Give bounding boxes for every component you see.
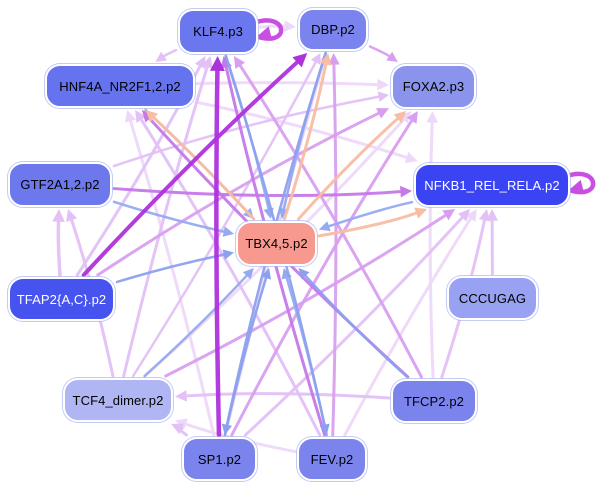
node-label: TCF4_dimer.p2 [72, 392, 164, 408]
graph-edge[interactable] [96, 111, 381, 277]
node-label: FEV.p2 [310, 451, 354, 467]
graph-node-dbp-p2[interactable]: DBP.p2 [298, 8, 368, 51]
edge-arrowhead-icon [320, 53, 332, 66]
graph-edge[interactable] [195, 81, 379, 87]
edge-arrowhead-icon [569, 179, 585, 194]
graph-node-fev-p2[interactable]: FEV.p2 [297, 437, 367, 481]
edge-arrowhead-icon [257, 26, 273, 40]
graph-node-tfap2-a-c-p2[interactable]: TFAP2{A,C}.p2 [8, 277, 115, 321]
edge-arrowhead-icon [141, 110, 154, 123]
edge-arrowhead-icon [377, 78, 389, 91]
node-label: CCCUGAG [458, 290, 527, 306]
graph-edge[interactable] [129, 119, 216, 437]
edge-arrowhead-icon [328, 53, 340, 65]
edge-arrowhead-icon [310, 53, 321, 65]
edge-arrowhead-icon [404, 151, 418, 163]
graph-node-tcf4-dimer-p2[interactable]: TCF4_dimer.p2 [63, 378, 173, 422]
graph-edge[interactable] [112, 95, 380, 168]
graph-edge[interactable] [81, 60, 300, 277]
edge-arrowhead-icon [426, 111, 438, 123]
edge-arrowhead-icon [393, 111, 407, 124]
edge-arrowhead-icon [222, 249, 234, 260]
edge-arrowhead-icon [319, 423, 330, 435]
node-label: TBX4,5.p2 [245, 236, 308, 251]
edge-arrowhead-icon [386, 51, 398, 62]
edge-arrowhead-icon [478, 209, 491, 222]
edge-arrowhead-icon [155, 51, 167, 62]
graph-edge[interactable] [230, 119, 414, 437]
graph-node-hnf4a-nr2f1-2-p2[interactable]: HNF4A_NR2F1,2.p2 [45, 64, 195, 108]
edge-arrowhead-icon [442, 209, 456, 221]
graph-edge[interactable] [195, 100, 409, 159]
edge-arrowhead-icon [209, 56, 225, 72]
graph-node-foxa2-p3[interactable]: FOXA2.p3 [391, 64, 476, 109]
graph-edge[interactable] [162, 48, 178, 58]
edge-arrowhead-icon [221, 423, 233, 435]
graph-node-nfkb1-rel-rela-p2[interactable]: NFKB1_REL_RELA.p2 [414, 163, 570, 207]
edge-arrowhead-icon [465, 209, 477, 222]
node-label: NFKB1_REL_RELA.p2 [424, 177, 560, 193]
edge-arrowhead-icon [486, 209, 498, 221]
edge-arrowhead-icon [292, 53, 308, 68]
graph-edge[interactable] [296, 117, 400, 221]
graph-node-tfcp2-p2[interactable]: TFCP2.p2 [391, 379, 477, 423]
graph-edge[interactable] [343, 217, 473, 437]
edge-arrowhead-icon [124, 110, 137, 123]
edge-arrowhead-icon [175, 390, 187, 402]
node-label: KLF4.p3 [193, 24, 243, 39]
graph-node-klf4-p3[interactable]: KLF4.p3 [178, 9, 258, 54]
graph-node-gtf2a1-2-p2[interactable]: GTF2A1,2.p2 [8, 162, 112, 207]
edge-arrowhead-icon [284, 20, 296, 32]
graph-edge[interactable] [214, 68, 222, 438]
node-label: GTF2A1,2.p2 [20, 177, 100, 192]
edge-arrowhead-icon [406, 111, 418, 124]
graph-edge[interactable] [152, 116, 256, 221]
node-label: DBP.p2 [311, 22, 355, 37]
edge-arrowhead-icon [457, 209, 471, 222]
node-label: FOXA2.p3 [402, 79, 465, 94]
graph-edge[interactable] [164, 213, 447, 378]
graph-edge[interactable] [327, 200, 414, 228]
node-label: TFAP2{A,C}.p2 [16, 291, 107, 307]
graph-edge[interactable] [428, 121, 435, 379]
graph-edge[interactable] [238, 64, 423, 379]
graph-node-sp1-p2[interactable]: SP1.p2 [182, 437, 257, 481]
edge-arrowhead-icon [222, 226, 234, 237]
graph-node-cccugag[interactable]: CCCUGAG [447, 276, 538, 320]
edge-arrowhead-icon [135, 110, 147, 123]
graph-edge[interactable] [115, 253, 225, 284]
node-label: HNF4A_NR2F1,2.p2 [59, 78, 181, 94]
graph-edge[interactable] [185, 392, 391, 400]
graph-edge[interactable] [317, 211, 418, 238]
graph-edge[interactable] [243, 216, 464, 437]
edge-arrowhead-icon [242, 268, 254, 280]
edge-arrowhead-icon [145, 110, 159, 123]
edge-arrowhead-icon [319, 221, 331, 232]
graph-edge[interactable] [258, 24, 286, 29]
edge-arrowhead-icon [66, 209, 78, 222]
graph-edge[interactable] [143, 274, 248, 378]
graph-edge[interactable] [304, 274, 409, 379]
edge-arrowhead-icon [400, 185, 412, 198]
edge-arrowhead-icon [376, 108, 389, 119]
edge-arrowhead-icon [52, 209, 65, 222]
node-label: SP1.p2 [197, 451, 242, 467]
graph-edge[interactable] [112, 200, 226, 233]
graph-edge[interactable] [56, 219, 62, 277]
edge-arrowhead-icon [201, 56, 213, 69]
edge-arrowhead-icon [399, 111, 412, 124]
edge-arrowhead-icon [414, 207, 428, 219]
edge-arrowhead-icon [260, 268, 272, 280]
graph-edge[interactable] [131, 61, 317, 378]
graph-edge[interactable] [176, 426, 188, 437]
edge-arrowhead-icon [233, 56, 246, 69]
graph-edge[interactable] [282, 62, 328, 221]
edge-arrowhead-icon [298, 268, 310, 280]
edge-arrowhead-icon [377, 91, 389, 102]
graph-edge[interactable] [139, 118, 322, 437]
graph-edge[interactable] [368, 45, 391, 58]
node-label: TFCP2.p2 [403, 393, 465, 409]
graph-node-tbx4-5-p2[interactable]: TBX4,5.p2 [236, 221, 317, 266]
